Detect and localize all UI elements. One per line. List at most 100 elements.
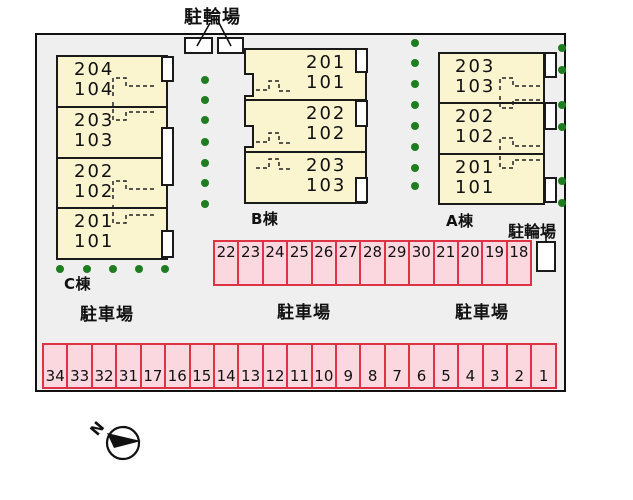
bicycle-shed-small <box>536 241 556 272</box>
parking-space-19: 19 <box>483 242 508 284</box>
parking-space-number: 12 <box>265 367 285 385</box>
tree-dot <box>558 177 566 185</box>
parking-space-number: 3 <box>490 367 500 385</box>
parking-space-23: 23 <box>239 242 264 284</box>
parking-space-number: 31 <box>118 367 139 385</box>
car-parking-label-left: 駐車場 <box>80 305 134 325</box>
entrance-box <box>355 48 368 73</box>
entrance-box <box>161 127 174 186</box>
parking-space-number: 14 <box>216 367 236 385</box>
parking-space-number: 30 <box>411 243 431 261</box>
parking-space-number: 28 <box>362 243 383 261</box>
tree-dot <box>411 122 419 130</box>
parking-space-number: 2 <box>514 367 524 385</box>
parking-space-9: 9 <box>337 345 362 387</box>
parking-space-number: 22 <box>216 243 236 261</box>
parking-space-number: 4 <box>465 367 476 385</box>
parking-space-number: 20 <box>460 243 480 261</box>
tree-dot <box>201 96 209 104</box>
parking-space-25: 25 <box>288 242 313 284</box>
parking-space-number: 32 <box>94 367 114 385</box>
parking-space-number: 34 <box>45 367 65 385</box>
parking-space-number: 17 <box>143 367 163 385</box>
tree-dot <box>558 66 566 74</box>
unit-number-lower: 102 <box>455 126 496 148</box>
building-b-label: B棟 <box>251 210 279 228</box>
parking-space-6: 6 <box>410 345 435 387</box>
parking-space-number: 21 <box>436 243 456 261</box>
tree-dot <box>411 101 419 109</box>
parking-space-number: 15 <box>192 367 212 385</box>
entrance-box <box>161 230 174 258</box>
parking-space-number: 1 <box>538 367 549 385</box>
parking-space-number: 27 <box>338 243 358 261</box>
parking-space-3: 3 <box>484 345 509 387</box>
unit-number-lower: 104 <box>74 79 115 100</box>
parking-space-1: 1 <box>532 345 554 387</box>
tree-dot <box>411 80 419 88</box>
parking-space-5: 5 <box>435 345 460 387</box>
building-c-label: C棟 <box>64 275 92 293</box>
unit-number-upper: 204 <box>74 59 115 80</box>
unit-number-upper: 201 <box>306 52 347 73</box>
parking-space-20: 20 <box>459 242 484 284</box>
unit-number-upper: 201 <box>455 156 496 178</box>
car-parking-label-right: 駐車場 <box>455 303 509 323</box>
entrance-box <box>355 177 368 203</box>
parking-space-15: 15 <box>191 345 215 387</box>
parking-space-number: 16 <box>167 367 187 385</box>
entrance-box <box>544 52 557 78</box>
unit-number-upper: 203 <box>74 109 115 131</box>
unit-number-upper: 201 <box>74 211 115 233</box>
entrance-box <box>544 177 557 203</box>
parking-space-number: 26 <box>314 243 334 261</box>
parking-space-17: 17 <box>142 345 167 387</box>
building-notch <box>244 73 254 97</box>
parking-space-number: 24 <box>265 243 285 261</box>
parking-space-number: 11 <box>289 367 309 385</box>
parking-space-number: 23 <box>241 243 261 261</box>
parking-space-number: 13 <box>241 367 261 385</box>
tree-dot <box>411 39 419 47</box>
parking-space-number: 25 <box>289 243 309 261</box>
parking-space-4: 4 <box>459 345 484 387</box>
tree-dot <box>411 182 419 190</box>
parking-space-number: 29 <box>387 243 407 261</box>
tree-dot <box>201 76 209 84</box>
parking-space-number: 8 <box>367 367 378 385</box>
unit-number-lower: 101 <box>306 72 347 93</box>
tree-dot <box>109 265 117 273</box>
parking-space-number: 9 <box>343 367 354 385</box>
building-a-label: A棟 <box>446 212 474 230</box>
parking-space-21: 21 <box>435 242 459 284</box>
unit-number-lower: 103 <box>306 174 347 196</box>
parking-space-28: 28 <box>361 242 386 284</box>
tree-dot <box>83 265 91 273</box>
tree-dot <box>201 116 209 124</box>
unit-number-lower: 102 <box>74 180 115 202</box>
tree-dot <box>558 44 566 52</box>
unit-number-lower: 103 <box>74 129 115 151</box>
car-parking-label-middle: 駐車場 <box>277 303 331 323</box>
tree-dot <box>201 159 209 167</box>
parking-space-18: 18 <box>508 242 530 284</box>
entrance-box <box>355 100 368 127</box>
parking-space-2: 2 <box>508 345 533 387</box>
tree-dot <box>411 164 419 172</box>
unit-number-lower: 101 <box>74 231 115 253</box>
parking-space-10: 10 <box>313 345 338 387</box>
tree-dot <box>201 179 209 187</box>
parking-space-34: 34 <box>44 345 69 387</box>
tree-dot <box>201 200 209 208</box>
tree-dot <box>56 265 64 273</box>
entrance-box <box>161 56 174 82</box>
unit-number-upper: 203 <box>306 154 347 176</box>
